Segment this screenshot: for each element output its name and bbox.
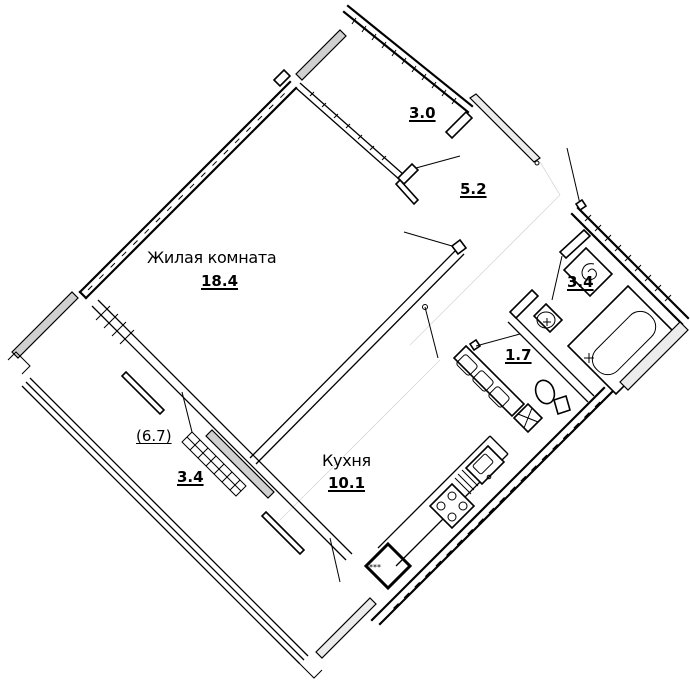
bathtub-icon xyxy=(566,284,678,396)
bathroom-walls xyxy=(507,147,690,403)
living-kitchen-partition xyxy=(249,231,468,465)
sink-icon xyxy=(454,444,506,495)
room-area-kitchen: 10.1 xyxy=(328,474,366,492)
washbasin-icon xyxy=(532,302,564,334)
room-area-bathroom: 3.4 xyxy=(567,273,594,291)
wc-room xyxy=(452,333,571,434)
vent-shaft-icon xyxy=(512,402,544,434)
electrical-panel-icon: *** xyxy=(363,541,413,591)
balcony xyxy=(7,299,377,679)
room-name-living: Жилая комната xyxy=(147,248,277,267)
room-area-wc: 1.7 xyxy=(505,346,532,364)
window-left xyxy=(11,291,79,359)
storage-walls xyxy=(295,4,541,206)
room-area-living: 18.4 xyxy=(201,272,239,290)
window-top-left xyxy=(295,29,347,81)
kitchen-counter: *** xyxy=(363,435,509,591)
room-area-hall: 5.2 xyxy=(460,180,487,198)
svg-text:***: *** xyxy=(369,563,381,572)
living-room-outer-wall xyxy=(78,80,298,300)
stove-icon xyxy=(428,482,476,530)
room-area-balcony: 3.4 xyxy=(177,468,204,486)
toilet-icon xyxy=(534,379,571,416)
washing-machine-icon xyxy=(452,344,526,418)
room-name-kitchen: Кухня xyxy=(322,451,371,470)
room-area-balcony-full: (6.7) xyxy=(136,427,172,445)
room-area-storage: 3.0 xyxy=(409,104,436,122)
kitchen-outer-wall xyxy=(370,386,614,626)
